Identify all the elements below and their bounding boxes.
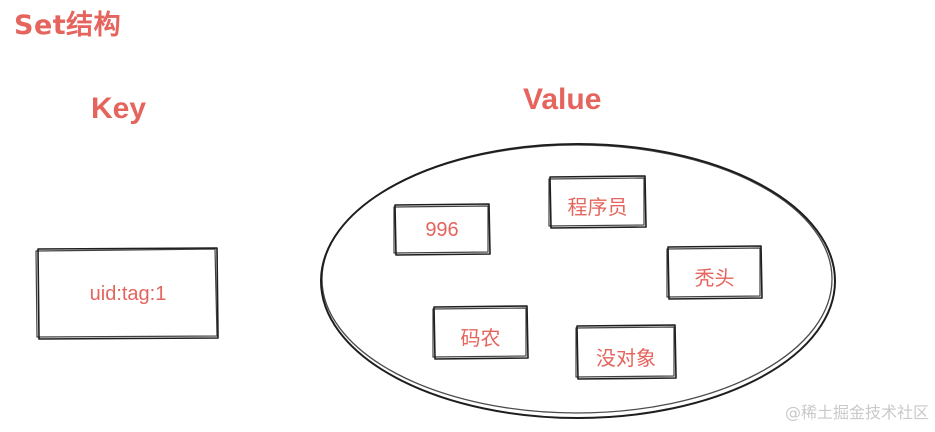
value-heading: Value xyxy=(523,83,602,116)
member-label-996: 996 xyxy=(425,219,459,241)
value-set-ellipse xyxy=(320,143,836,419)
watermark: @稀土掘金技术社区 xyxy=(784,403,929,422)
member-label-single: 没对象 xyxy=(596,348,656,370)
key-label: uid:tag:1 xyxy=(89,283,167,305)
diagram-title: Set结构 xyxy=(14,10,122,41)
member-box-996 xyxy=(393,203,491,256)
member-label-programmer: 程序员 xyxy=(567,197,628,219)
member-label-bald: 秃头 xyxy=(694,268,735,290)
member-box-programmer xyxy=(548,175,647,229)
member-box-single xyxy=(575,324,677,380)
key-box xyxy=(35,247,219,340)
member-box-bald xyxy=(666,245,763,300)
member-label-coder: 码农 xyxy=(460,328,501,350)
member-box-coder xyxy=(432,305,529,360)
key-heading: Key xyxy=(91,92,147,125)
